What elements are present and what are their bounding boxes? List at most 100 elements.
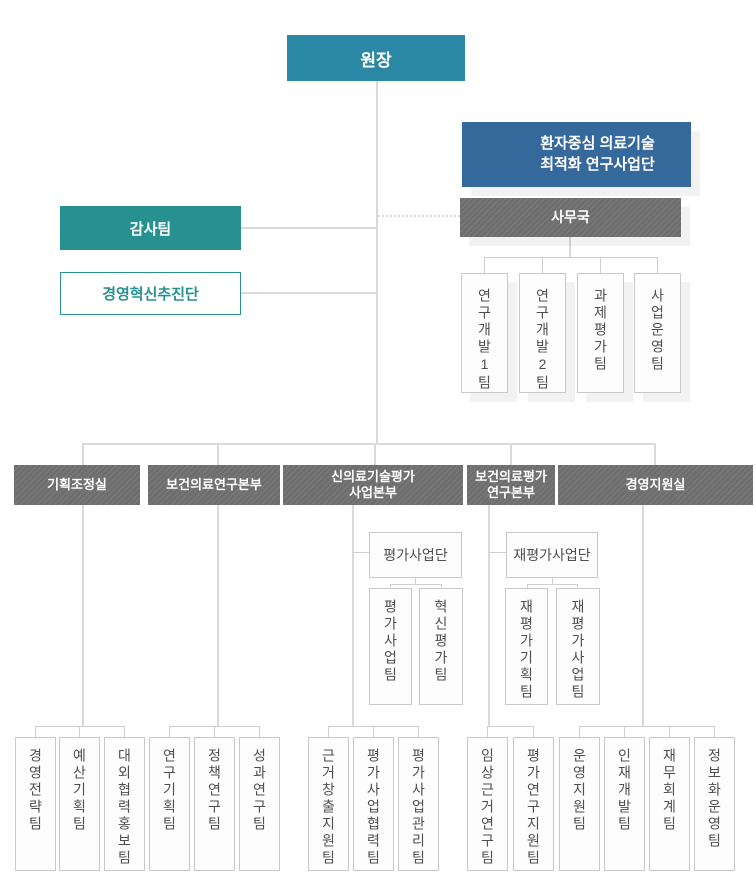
team-box: 운영지원팀	[559, 737, 600, 871]
team-box: 평가사업관리팀	[398, 737, 439, 871]
department-box-management: 경영지원실	[558, 465, 753, 505]
team-label: 재평가기획팀	[518, 599, 535, 701]
connector-line	[552, 578, 553, 585]
team-box: 연구기획팀	[149, 737, 190, 871]
connector-line	[579, 727, 580, 737]
team-label: 사업운영팀	[649, 288, 666, 373]
connector-line	[373, 727, 374, 737]
connector-line	[533, 727, 534, 737]
connector-line	[374, 443, 376, 465]
department-label-line2: 연구본부	[487, 485, 535, 500]
team-box: 정보화운영팀	[694, 737, 735, 871]
connector-line	[328, 727, 329, 737]
team-label: 경영전략팀	[27, 748, 44, 833]
connector-line	[82, 505, 84, 726]
department-box-evaluation: 보건의료평가 연구본부	[467, 465, 555, 505]
connector-line	[527, 584, 578, 585]
connector-line	[669, 727, 670, 737]
team-label: 과제평가팀	[592, 288, 609, 373]
connector-line	[714, 727, 715, 737]
team-label: 재무회계팀	[661, 748, 678, 833]
innovation-group-label: 경영혁신추진단	[102, 286, 199, 303]
audit-team-label: 감사팀	[129, 220, 172, 238]
connector-line	[214, 727, 215, 737]
connector-line	[259, 727, 260, 737]
audit-team-box: 감사팀	[60, 206, 241, 250]
connector-line	[82, 443, 84, 465]
connector-line	[79, 727, 80, 737]
connector-line	[169, 726, 260, 727]
team-box: 혁신평가팀	[419, 588, 463, 705]
connector-secretariat-dotted	[378, 215, 460, 217]
team-box: 평가사업협력팀	[353, 737, 394, 871]
connector-line	[35, 727, 36, 737]
connector-line	[418, 727, 419, 737]
connector-line	[600, 257, 601, 273]
connector-line	[35, 726, 125, 727]
special-division-label-line1: 환자중심 의료기술	[540, 135, 655, 153]
connector-line	[577, 584, 578, 589]
team-label: 정보화운영팀	[706, 748, 723, 850]
department-box-research: 보건의료연구본부	[148, 465, 280, 505]
connector-line	[527, 584, 528, 589]
connector-trunk	[376, 81, 378, 443]
team-label: 성과연구팀	[251, 748, 268, 833]
connector-line	[542, 257, 543, 273]
team-label: 예산기획팀	[71, 748, 88, 833]
connector-line	[352, 552, 369, 553]
team-label: 임상근거연구팀	[479, 748, 496, 867]
department-label-line1: 보건의료평가	[475, 468, 547, 484]
subgroup-box: 재평가사업단	[506, 532, 598, 578]
connector-line	[217, 443, 219, 465]
team-label: 평가사업관리팀	[410, 748, 427, 867]
team-box: 사업운영팀	[634, 273, 681, 393]
connector-line	[654, 443, 656, 465]
connector-line	[569, 237, 571, 257]
department-label-line2: 사업본부	[349, 485, 397, 500]
department-label-line1: 신의료기술평가	[331, 468, 415, 484]
team-label: 대외협력홍보팀	[116, 748, 133, 867]
team-label: 인재개발팀	[616, 748, 633, 833]
team-box: 근거창출지원팀	[308, 737, 349, 871]
team-box: 대외협력홍보팀	[104, 737, 145, 871]
team-box: 연구개발1팀	[461, 273, 508, 393]
connector-line	[624, 727, 625, 737]
team-label: 평가사업팀	[382, 599, 399, 684]
special-division-label-line2: 최적화 연구사업단	[540, 155, 655, 173]
team-box: 성과연구팀	[239, 737, 280, 871]
team-label: 연구개발1팀	[476, 288, 493, 392]
president-box: 원장	[287, 35, 465, 81]
team-label: 혁신평가팀	[433, 599, 449, 684]
department-box-planning: 기획조정실	[14, 465, 140, 505]
connector-line	[415, 578, 416, 585]
innovation-group-box: 경영혁신추진단	[60, 272, 241, 315]
connector-line	[169, 727, 170, 737]
subgroup-label: 재평가사업단	[513, 547, 591, 563]
team-box: 과제평가팀	[577, 273, 624, 393]
connector-line	[328, 726, 419, 727]
team-box: 재무회계팀	[649, 737, 690, 871]
team-box: 정책연구팀	[194, 737, 235, 871]
secretariat-box: 사무국	[460, 198, 681, 237]
department-label: 보건의료연구본부	[166, 476, 262, 492]
department-box-nhta: 신의료기술평가 사업본부	[283, 465, 463, 505]
connector-line	[487, 726, 534, 727]
team-label: 정책연구팀	[206, 748, 223, 833]
team-box: 경영전략팀	[15, 737, 56, 871]
special-division-box: 환자중심 의료기술 최적화 연구사업단	[462, 122, 691, 187]
team-box: 인재개발팀	[604, 737, 645, 871]
connector-line	[217, 505, 219, 726]
team-box: 연구개발2팀	[519, 273, 566, 393]
team-label: 재평가사업팀	[570, 599, 586, 701]
team-box: 재평가기획팀	[505, 588, 548, 705]
subgroup-box: 평가사업단	[369, 532, 462, 578]
connector-line	[642, 505, 644, 726]
connector-line	[488, 505, 490, 726]
department-label: 경영지원실	[625, 476, 686, 492]
team-box: 평가사업팀	[369, 588, 412, 705]
connector-innovation	[241, 292, 376, 294]
connector-line	[390, 584, 391, 589]
connector-line	[441, 584, 442, 589]
connector-line	[124, 727, 125, 737]
